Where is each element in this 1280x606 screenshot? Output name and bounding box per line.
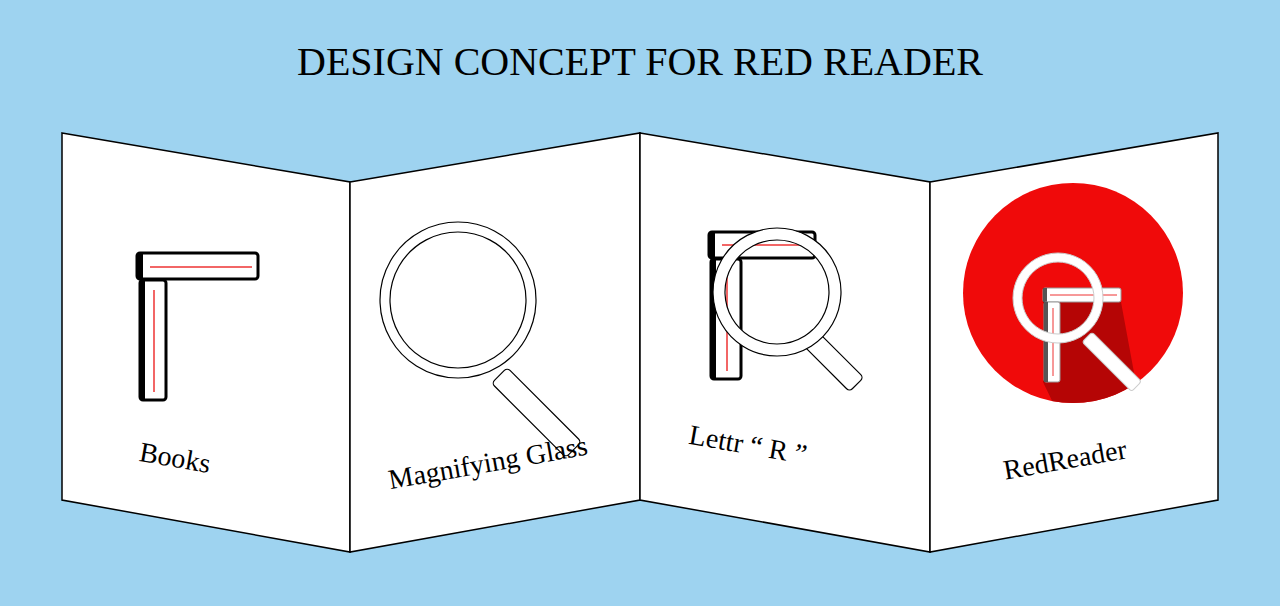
panel-outline bbox=[62, 133, 350, 552]
books-icon bbox=[137, 253, 258, 400]
panel-outline bbox=[930, 133, 1218, 552]
folded-panel: Magnifying Glass bbox=[350, 133, 640, 552]
folded-panel: Lettr “ R ” bbox=[640, 133, 930, 552]
redreader-logo bbox=[963, 183, 1250, 500]
diagram-title: DESIGN CONCEPT FOR RED READER bbox=[0, 38, 1280, 85]
folded-panel: Books bbox=[62, 133, 350, 552]
panel-outline bbox=[640, 133, 930, 552]
letter-r-icon bbox=[709, 228, 864, 392]
folded-panel: RedReader bbox=[930, 133, 1218, 552]
magnifier-icon bbox=[380, 222, 581, 457]
